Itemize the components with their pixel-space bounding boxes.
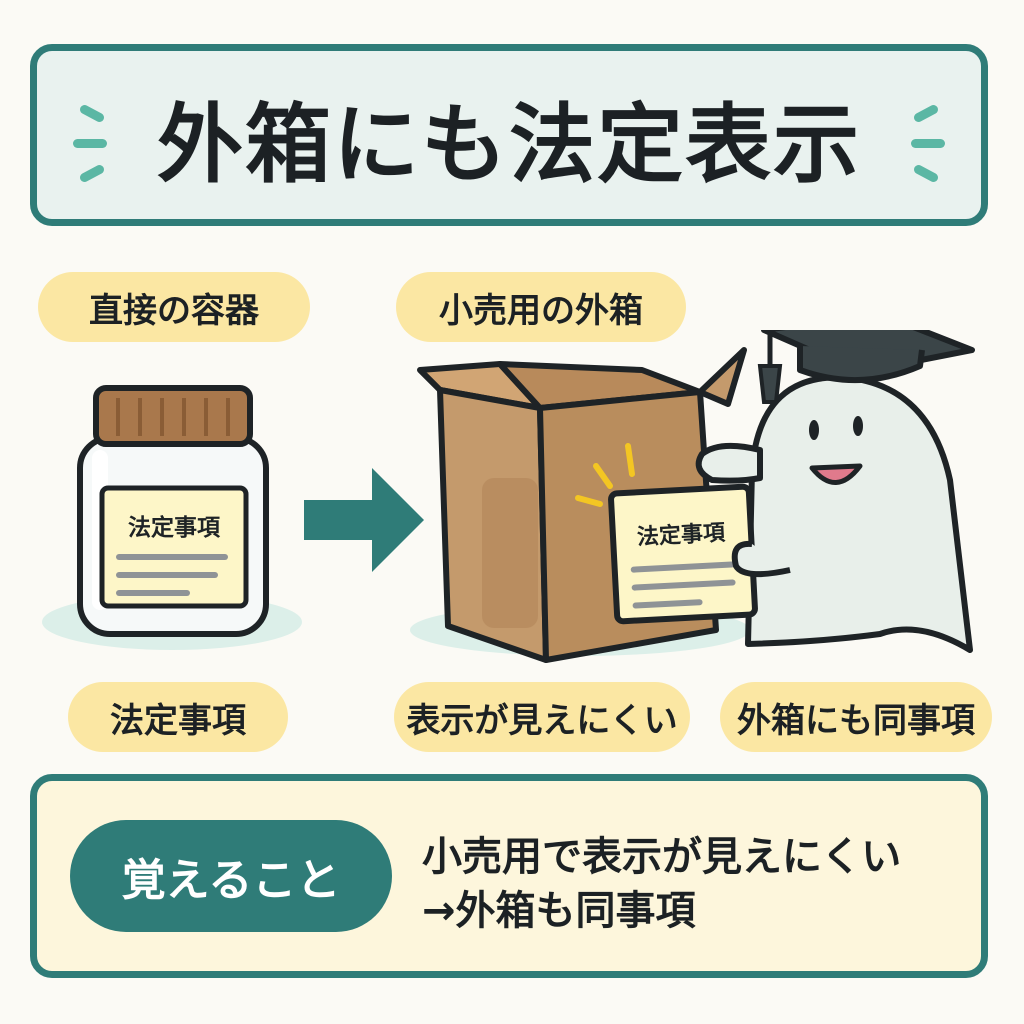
title-banner: 外箱にも法定表示 (30, 44, 988, 226)
summary-box (30, 774, 988, 978)
same-items-label: 外箱にも同事項 (720, 682, 992, 752)
page-title: 外箱にも法定表示 (157, 95, 861, 195)
container-label: 直接の容器 (38, 272, 310, 342)
arrow-right-icon (304, 468, 424, 572)
summary-line-1: 小売用で表示が見えにくい (422, 834, 902, 880)
remember-badge: 覚えること (70, 820, 392, 932)
ghost-mascot (745, 374, 973, 653)
graduation-cap-icon (757, 330, 975, 404)
jar-label-text: 法定事項 (128, 514, 221, 541)
sparkle-mark (911, 139, 945, 148)
jar-icon (77, 385, 269, 637)
sparkle-icon (575, 443, 635, 507)
ghost-hand-top (695, 442, 763, 484)
card-label-text: 法定事項 (636, 520, 726, 551)
summary-line-2: →外箱も同事項 (422, 888, 696, 934)
illustration: 法定事項 法定事項 (42, 330, 975, 663)
legal-items-label: 法定事項 (68, 682, 288, 752)
ghost-hand-bottom (731, 540, 791, 578)
sparkle-mark (73, 139, 107, 148)
hard-to-see-label: 表示が見えにくい (394, 682, 690, 752)
outer-box-label: 小売用の外箱 (396, 272, 686, 342)
